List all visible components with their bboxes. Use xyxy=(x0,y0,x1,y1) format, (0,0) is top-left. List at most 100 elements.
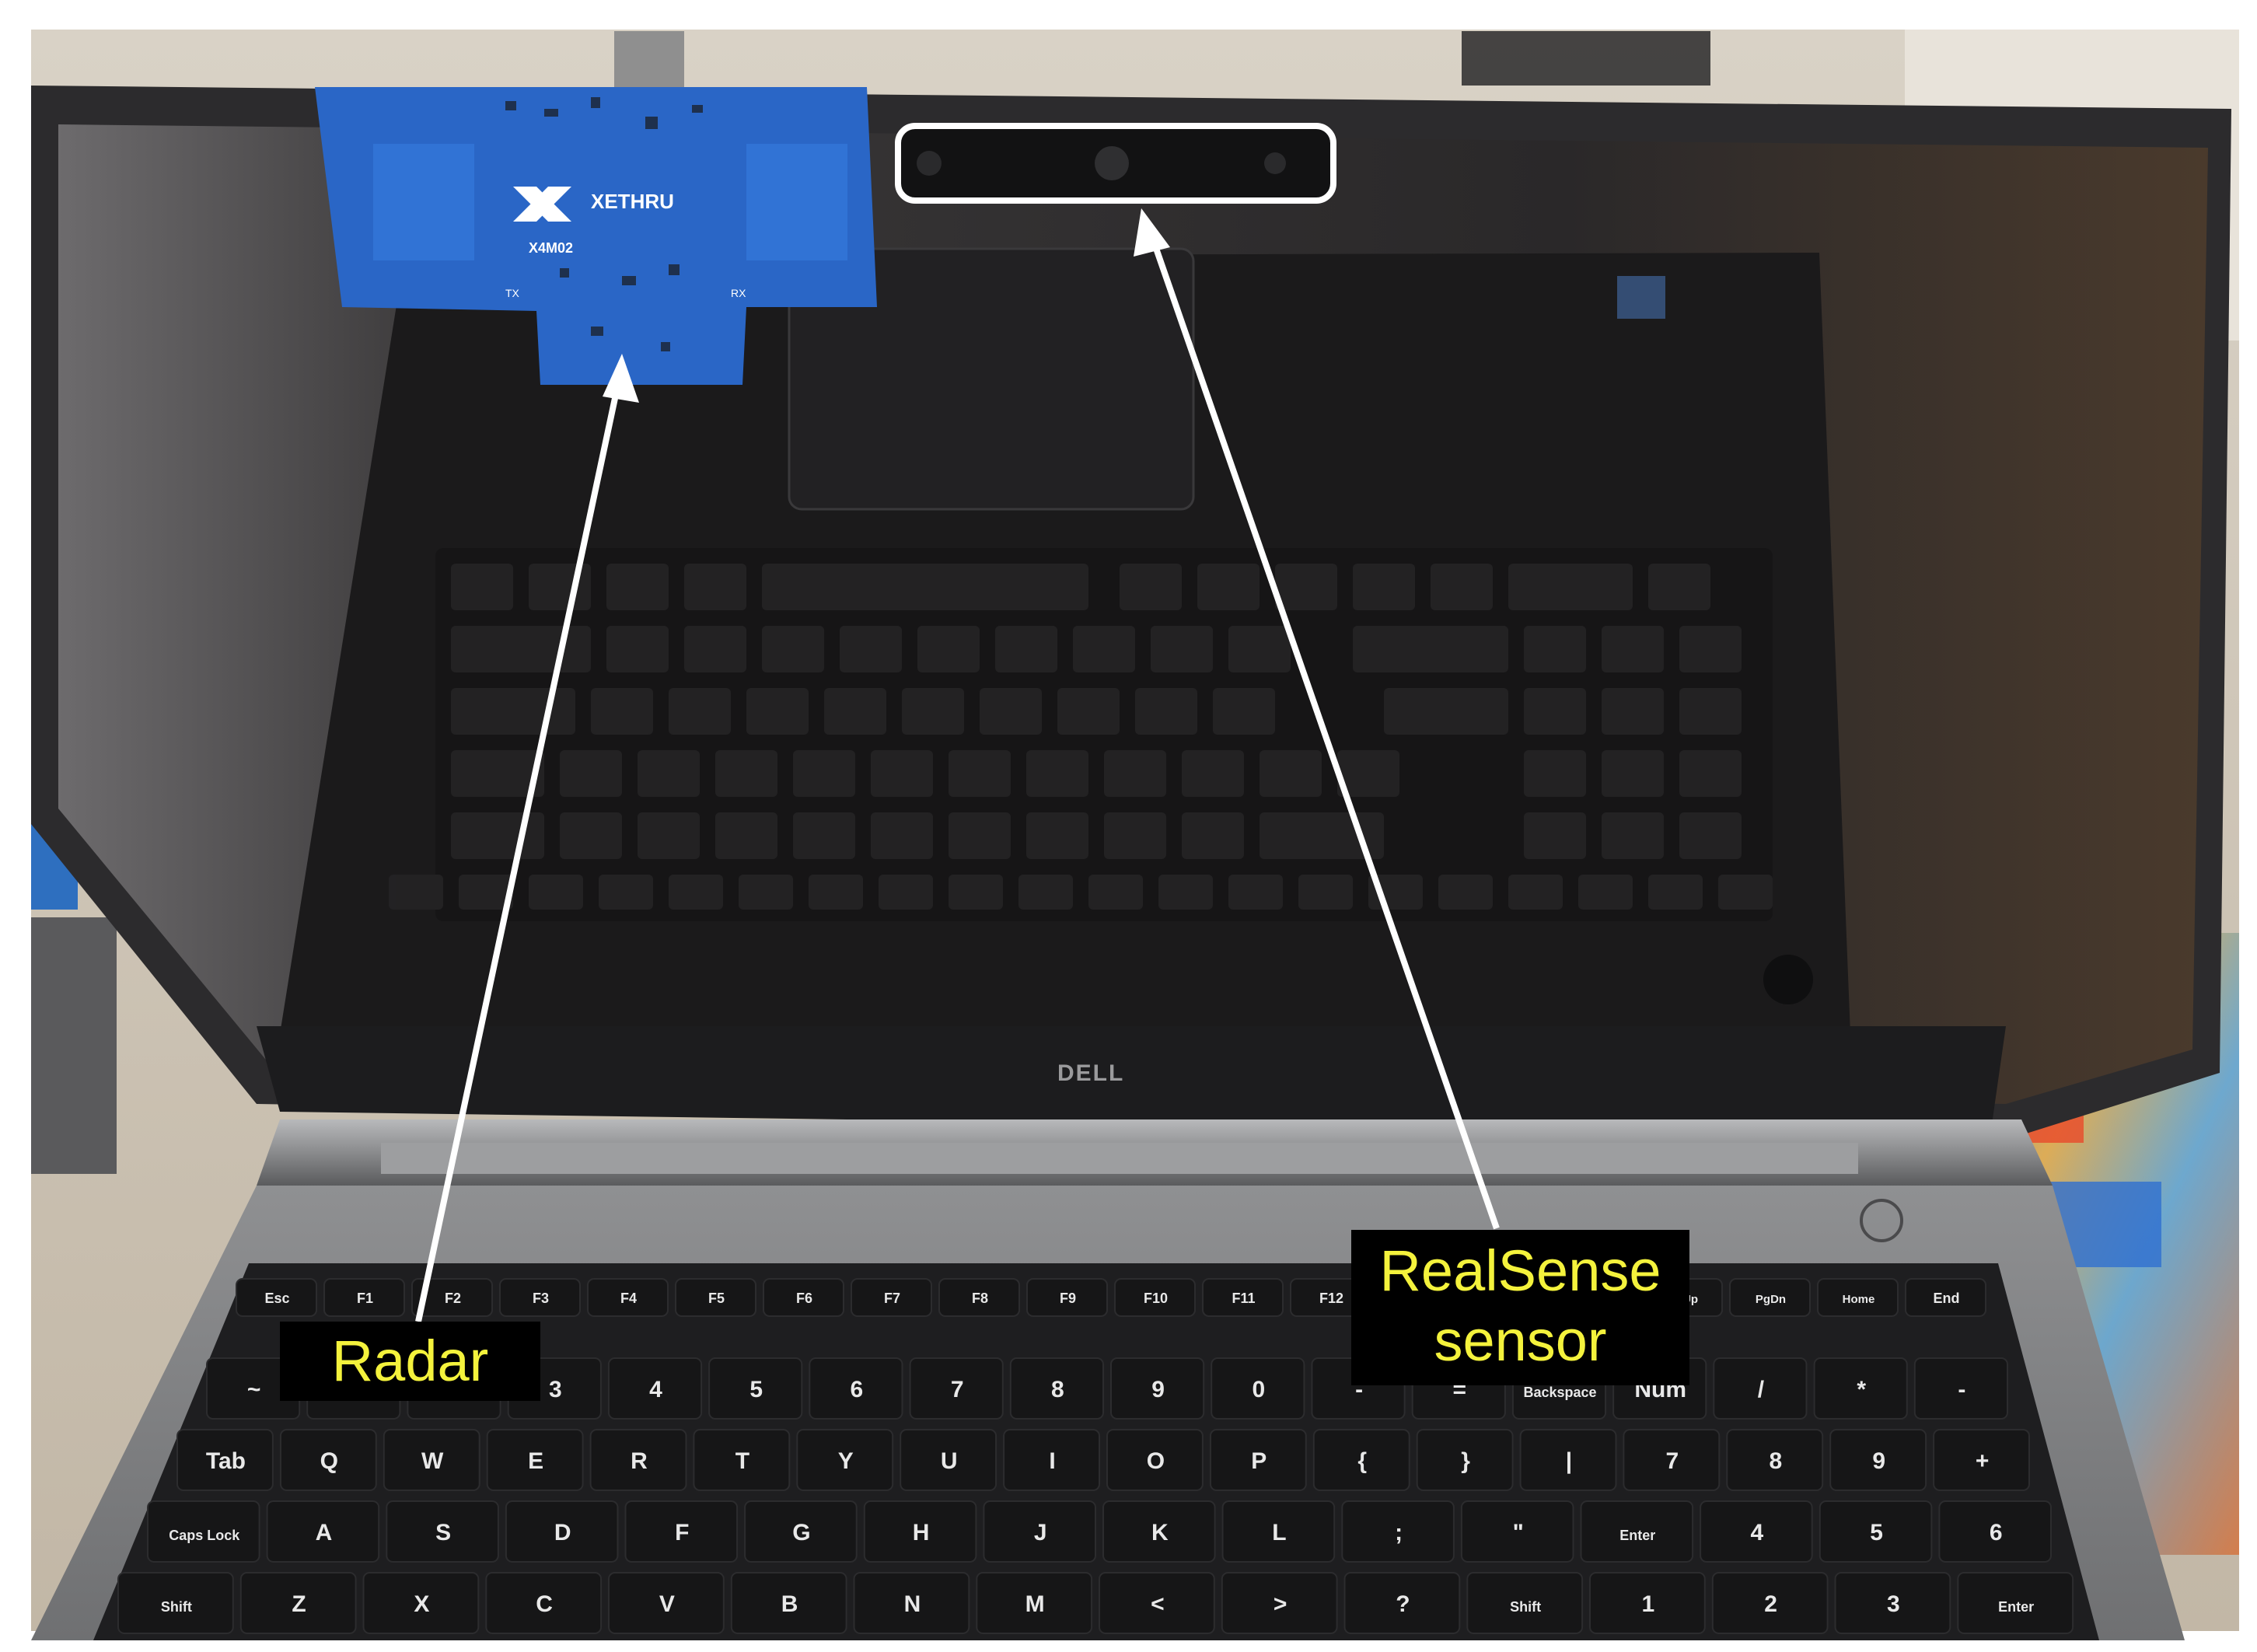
key-label: " xyxy=(1513,1520,1524,1545)
key xyxy=(1460,1500,1574,1563)
key-label: 9 xyxy=(1151,1377,1165,1402)
key-label: 9 xyxy=(1872,1448,1885,1474)
key xyxy=(863,1500,977,1563)
key xyxy=(1913,1357,2009,1420)
realsense-arrow xyxy=(1134,208,1500,1230)
key-label: End xyxy=(1934,1291,1960,1306)
key-label: R xyxy=(631,1448,648,1474)
key xyxy=(411,1278,493,1317)
key-label: PgDn xyxy=(1756,1293,1786,1306)
key-label: Enter xyxy=(1998,1599,2034,1615)
key xyxy=(485,1572,603,1634)
key xyxy=(505,1500,619,1563)
dell-logo: DELL xyxy=(1057,1060,1124,1086)
key xyxy=(1221,1572,1338,1634)
key xyxy=(1209,1429,1307,1491)
key-label: F1 xyxy=(357,1291,373,1306)
key-label: F9 xyxy=(1060,1291,1076,1306)
key-label: C xyxy=(536,1591,553,1617)
key xyxy=(1114,1278,1196,1317)
key xyxy=(1711,1572,1829,1634)
key xyxy=(499,1278,581,1317)
key xyxy=(1905,1278,1986,1317)
key xyxy=(1343,1572,1461,1634)
key xyxy=(1519,1429,1617,1491)
key-label: { xyxy=(1357,1448,1367,1474)
radar-label: Radar xyxy=(280,1322,540,1401)
key xyxy=(486,1429,584,1491)
key xyxy=(1099,1572,1215,1634)
key xyxy=(1589,1572,1706,1634)
key xyxy=(1009,1357,1105,1420)
key-label: Home xyxy=(1843,1293,1875,1306)
board-rx: RX xyxy=(731,287,746,299)
key-label: Y xyxy=(838,1448,854,1474)
key-label: + xyxy=(1976,1448,1990,1474)
key-label: / xyxy=(1758,1377,1765,1402)
key-label: - xyxy=(1355,1377,1363,1402)
key-label: F4 xyxy=(620,1291,637,1306)
key xyxy=(239,1572,357,1634)
key-label: F3 xyxy=(533,1291,549,1306)
key-label: M xyxy=(1025,1591,1045,1617)
board-model: X4M02 xyxy=(529,240,573,256)
key-label: T xyxy=(735,1448,749,1474)
key xyxy=(386,1500,499,1563)
key-label: L xyxy=(1272,1520,1286,1545)
key-label: F12 xyxy=(1319,1291,1343,1306)
key xyxy=(608,1572,725,1634)
key xyxy=(383,1429,480,1491)
key-label: W xyxy=(421,1448,444,1474)
key-label: S xyxy=(435,1520,451,1545)
key-label: F8 xyxy=(972,1291,988,1306)
key-label: > xyxy=(1273,1591,1287,1617)
key xyxy=(1211,1357,1305,1420)
key xyxy=(1834,1572,1951,1634)
key-label: Backspace xyxy=(1523,1385,1596,1400)
key-label: F7 xyxy=(884,1291,900,1306)
key xyxy=(744,1500,858,1563)
key-label: U xyxy=(941,1448,958,1474)
key xyxy=(1713,1357,1808,1420)
key xyxy=(976,1572,1093,1634)
key xyxy=(1957,1572,2074,1634)
key-label: F11 xyxy=(1232,1291,1255,1306)
key-label: 7 xyxy=(951,1377,964,1402)
key-label: < xyxy=(1151,1591,1165,1617)
key xyxy=(909,1357,1004,1420)
key xyxy=(1312,1429,1410,1491)
key xyxy=(1580,1500,1694,1563)
key-label: Z xyxy=(292,1591,306,1617)
realsense-label-line1: RealSense xyxy=(1379,1238,1661,1303)
key xyxy=(763,1278,844,1317)
key-label: ? xyxy=(1396,1591,1410,1617)
key-label: 6 xyxy=(851,1377,864,1402)
key xyxy=(1700,1500,1813,1563)
realsense-label-line2: sensor xyxy=(1434,1308,1607,1373)
key-label: V xyxy=(659,1591,675,1617)
key xyxy=(1110,1357,1205,1420)
key xyxy=(624,1500,739,1563)
key-label: F xyxy=(675,1520,689,1545)
key-label: G xyxy=(792,1520,810,1545)
key xyxy=(607,1357,703,1420)
key xyxy=(1819,1500,1933,1563)
key-label: F2 xyxy=(445,1291,461,1306)
key xyxy=(675,1278,756,1317)
radar-board: XETHRU X4M02 TX RX xyxy=(315,31,877,385)
key xyxy=(796,1429,894,1491)
key xyxy=(1729,1278,1811,1317)
key-label: I xyxy=(1049,1448,1055,1474)
key-label: } xyxy=(1461,1448,1470,1474)
key-label: | xyxy=(1566,1448,1572,1474)
key-label: K xyxy=(1151,1520,1169,1545)
key-label: Q xyxy=(320,1448,338,1474)
key xyxy=(851,1278,932,1317)
realsense-label: RealSense sensor xyxy=(1351,1230,1689,1385)
key-label: A xyxy=(316,1520,333,1545)
key-label: 6 xyxy=(1990,1520,2003,1545)
key xyxy=(730,1572,847,1634)
key-label: H xyxy=(913,1520,930,1545)
key xyxy=(589,1429,687,1491)
